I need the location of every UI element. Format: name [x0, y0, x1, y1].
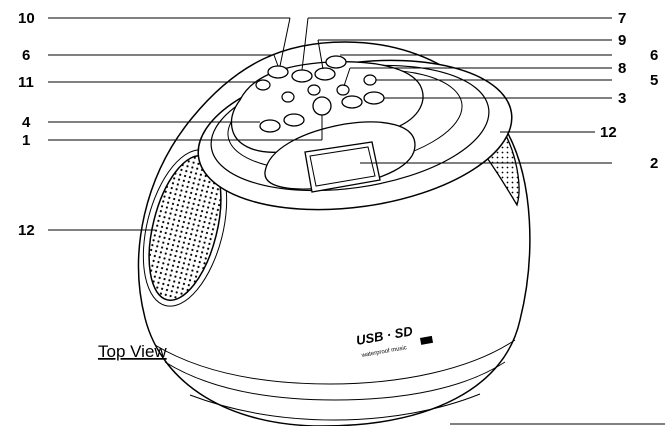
- button-6-right: [325, 55, 347, 69]
- callout-1: 1: [22, 132, 30, 149]
- speaker-grille-icon: [420, 335, 434, 345]
- button-9: [314, 67, 336, 81]
- button-5: [363, 74, 377, 86]
- lcd-display: [264, 121, 416, 193]
- callout-7: 7: [618, 10, 626, 27]
- callout-11: 11: [18, 74, 34, 91]
- callout-6-left: 6: [22, 47, 30, 64]
- leader-lines: [48, 17, 612, 231]
- button-4: [259, 119, 281, 133]
- callout-10: 10: [18, 10, 35, 27]
- callout-8: 8: [618, 60, 626, 77]
- callout-12-right: 12: [600, 124, 617, 141]
- callout-2: 2: [650, 155, 658, 172]
- button-7: [291, 69, 313, 83]
- speaker-grille-left: [142, 149, 228, 307]
- button-8: [336, 84, 350, 96]
- button-1: [312, 96, 332, 116]
- callout-5: 5: [650, 72, 658, 89]
- callout-3: 3: [618, 90, 626, 107]
- callout-numbers: 10 7 6 9 6 11 8 5 4 3 1 12 2 12: [18, 10, 658, 239]
- view-caption: Top View: [98, 342, 167, 361]
- callout-9: 9: [618, 32, 626, 49]
- callout-4: 4: [22, 114, 31, 131]
- button-10: [267, 65, 289, 79]
- button-11: [255, 79, 271, 91]
- callout-12-left: 12: [18, 222, 35, 239]
- callout-6-right: 6: [650, 47, 658, 64]
- button-3: [341, 95, 363, 109]
